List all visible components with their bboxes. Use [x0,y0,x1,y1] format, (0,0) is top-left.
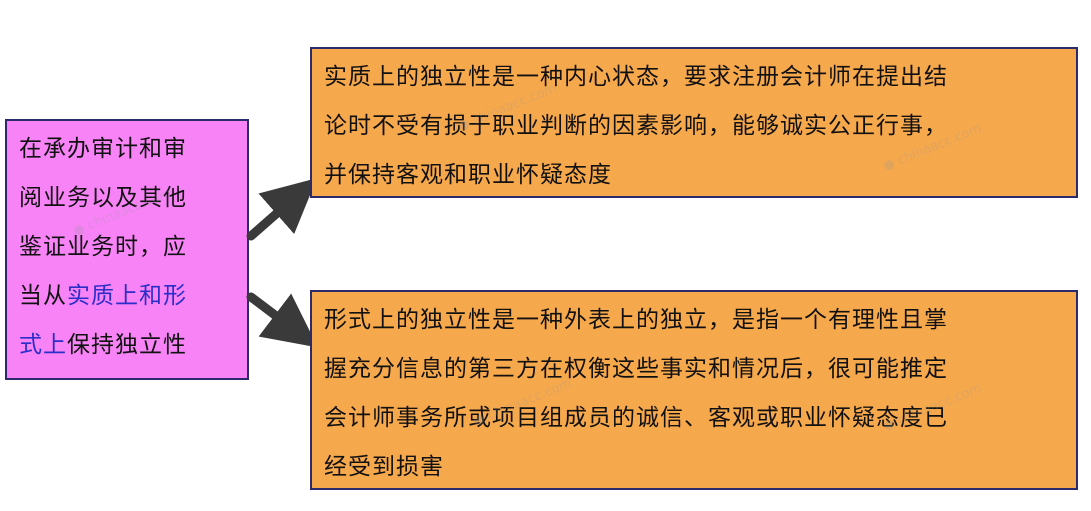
source-line-2: 阅业务以及其他 [19,174,237,223]
appearance-line-1: 形式上的独立性是一种外表上的独立，是指一个有理性且掌 [324,307,948,333]
substance-line-1: 实质上的独立性是一种内心状态，要求注册会计师在提出结 [324,64,948,90]
source-text: 当从 [19,283,67,309]
substance-line-3: 并保持客观和职业怀疑态度 [324,162,612,188]
substance-independence-box: 实质上的独立性是一种内心状态，要求注册会计师在提出结 论时不受有损于职业判断的因… [310,47,1078,198]
source-text: 阅业务以及其他 [19,185,187,211]
source-line-5: 式上保持独立性 [19,321,237,370]
arrow-to-appearance [246,292,318,348]
appearance-independence-box: 形式上的独立性是一种外表上的独立，是指一个有理性且掌 握充分信息的第三方在权衡这… [310,290,1078,490]
source-text: 鉴证业务时，应 [19,234,187,260]
arrow-to-substance [246,178,317,241]
appearance-line-2: 握充分信息的第三方在权衡这些事实和情况后，很可能推定 [324,356,948,382]
source-line-4: 当从实质上和形 [19,272,237,321]
source-text: 保持独立性 [67,332,187,358]
source-line-3: 鉴证业务时，应 [19,223,237,272]
appearance-line-3: 会计师事务所或项目组成员的诚信、客观或职业怀疑态度已 [324,405,948,431]
source-box: 在承办审计和审 阅业务以及其他 鉴证业务时，应 当从实质上和形 式上保持独立性 [5,119,249,380]
source-highlight-text: 实质上和形 [67,283,187,309]
source-highlight-text: 式上 [19,332,67,358]
substance-line-2: 论时不受有损于职业判断的因素影响，能够诚实公正行事， [324,113,948,139]
appearance-line-4: 经受到损害 [324,454,444,480]
source-text: 在承办审计和审 [19,136,187,162]
source-line-1: 在承办审计和审 [19,125,237,174]
